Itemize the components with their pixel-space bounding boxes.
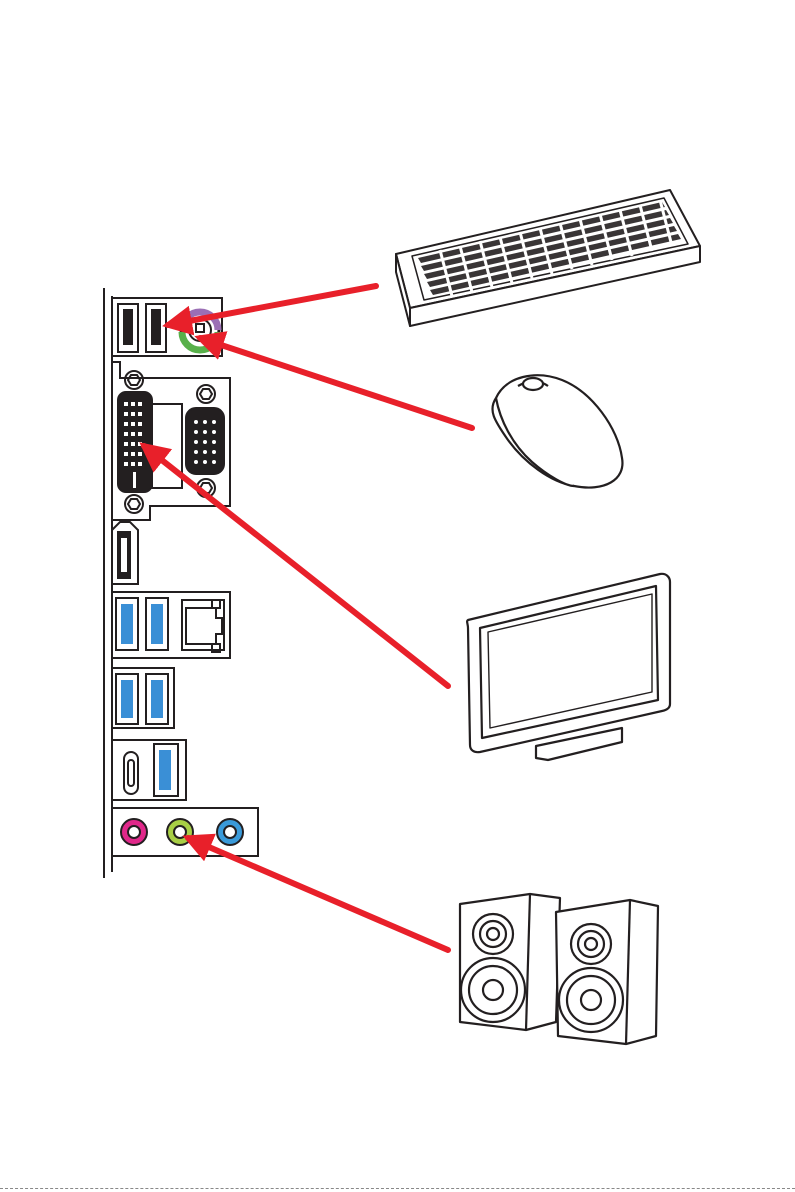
arrow-keyboard-to-ps2	[168, 286, 376, 325]
speakers-icon	[460, 894, 658, 1044]
usb-c-block	[112, 740, 186, 800]
speaker-right	[556, 900, 658, 1044]
speaker-left	[460, 894, 560, 1030]
usb3-lan-block	[112, 592, 230, 658]
io-panel	[104, 288, 258, 878]
keyboard-icon	[396, 190, 700, 326]
usb3-block	[112, 668, 174, 728]
monitor-icon	[467, 574, 670, 760]
page-bottom-rule	[0, 1188, 795, 1189]
usb-type-c-port[interactable]	[124, 752, 138, 794]
mouse-icon	[492, 375, 622, 487]
arrow-speakers-to-line-out	[188, 838, 448, 950]
connection-arrows	[144, 286, 472, 950]
arrow-mouse-to-ps2	[200, 338, 472, 428]
audio-block	[112, 808, 258, 856]
hdmi-block	[112, 522, 138, 584]
